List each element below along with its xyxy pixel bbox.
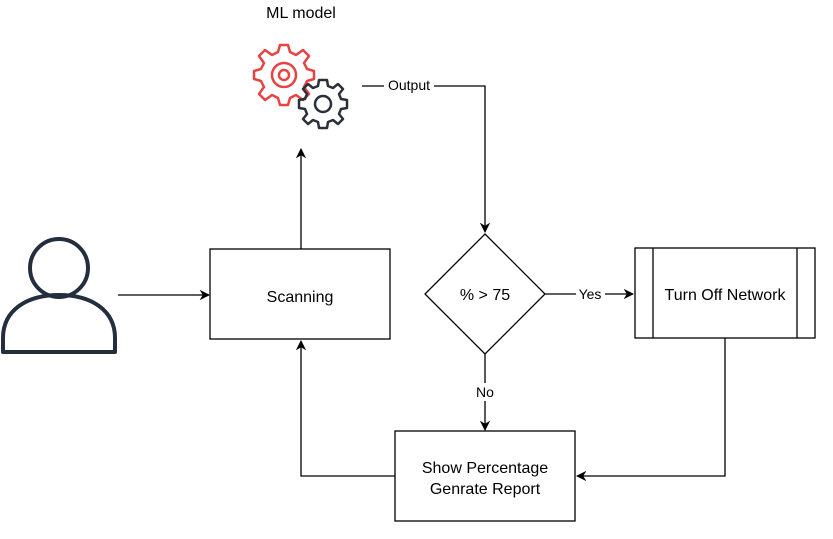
output-label-bg xyxy=(384,76,434,94)
decision-node xyxy=(424,233,546,355)
report-node xyxy=(394,430,576,522)
dark-gear-icon xyxy=(297,78,349,130)
scanning-label: Scanning xyxy=(267,289,334,306)
report-label-line1: Show Percentage xyxy=(422,460,548,477)
report-label-line2: Genrate Report xyxy=(430,481,541,498)
turn-off-network-node xyxy=(634,247,816,339)
decision-label: % > 75 xyxy=(460,287,510,304)
edge-label-output: Output xyxy=(388,77,430,93)
edge-action-to-report xyxy=(575,338,726,482)
gears-icon xyxy=(252,43,349,130)
user-icon xyxy=(1,237,117,354)
edge-report-to-scanning xyxy=(295,339,395,477)
edges xyxy=(118,85,726,482)
scanning-node xyxy=(209,248,391,340)
ml-model-label: ML model xyxy=(266,5,336,22)
turn-off-network-label: Turn Off Network xyxy=(665,287,787,304)
no-label-bg xyxy=(473,383,497,401)
edge-model-output-to-decision xyxy=(362,85,491,234)
edge-label-yes: Yes xyxy=(579,286,602,302)
edge-label-no: No xyxy=(476,384,494,400)
red-gear-icon xyxy=(252,43,316,107)
yes-label-bg xyxy=(576,285,605,303)
